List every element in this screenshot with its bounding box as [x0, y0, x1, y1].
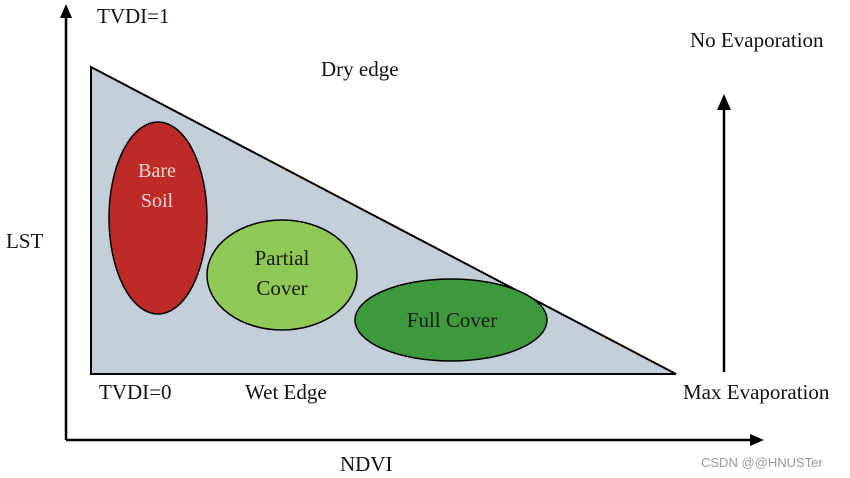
- watermark: CSDN @@HNUSTer: [701, 455, 823, 470]
- y-axis-label: LST: [6, 229, 44, 253]
- no-evaporation-label: No Evaporation: [690, 28, 824, 52]
- partial-cover-ellipse: [206, 219, 358, 331]
- x-axis-arrow-icon: [750, 434, 764, 446]
- partial-cover-label-line1: Partial: [255, 246, 310, 270]
- bare-soil-label-line1: Bare: [138, 160, 176, 182]
- evaporation-arrow-head-icon: [717, 94, 731, 110]
- dry-edge-label: Dry edge: [321, 57, 399, 81]
- wet-edge-label: Wet Edge: [245, 380, 327, 404]
- partial-cover-label-line2: Cover: [256, 276, 307, 300]
- full-cover-label: Full Cover: [407, 308, 497, 332]
- y-axis-arrow-icon: [60, 4, 72, 18]
- x-axis-label: NDVI: [340, 452, 393, 476]
- max-evaporation-label: Max Evaporation: [683, 380, 830, 404]
- full-cover-ellipse: [354, 278, 548, 362]
- tvdi-top-label: TVDI=1: [97, 4, 170, 28]
- bare-soil-ellipse: [108, 121, 208, 315]
- bare-soil-label-line2: Soil: [141, 190, 174, 212]
- tvdi-bottom-label: TVDI=0: [99, 380, 172, 404]
